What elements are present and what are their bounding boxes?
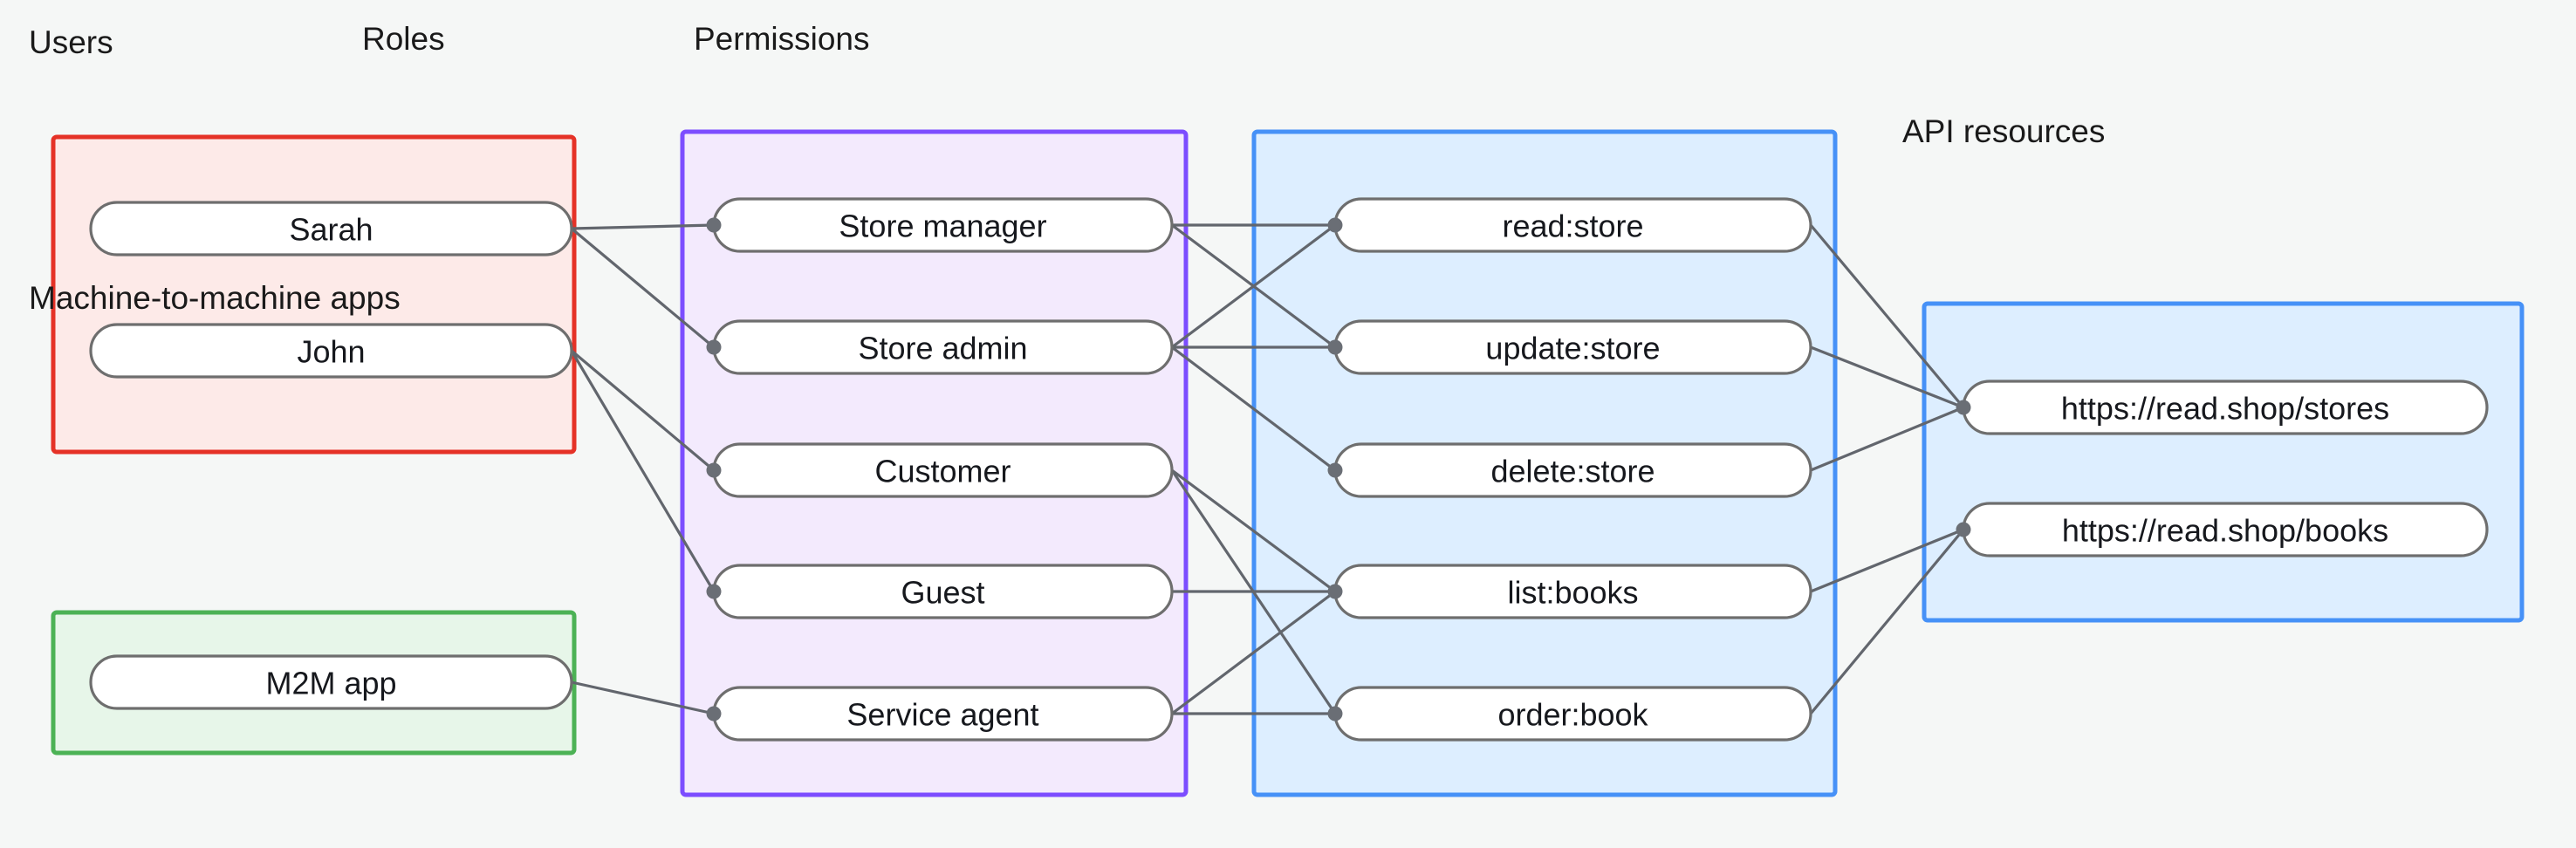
node-label-read-store: read:store: [1502, 209, 1643, 244]
edge-endpoint-dot: [1327, 217, 1343, 233]
group-label-users: Users: [29, 24, 113, 60]
node-label-order-book: order:book: [1497, 697, 1648, 733]
edge-13: [1171, 590, 1336, 715]
edge-endpoint-dot: [1956, 400, 1971, 415]
edge-endpoint-dot: [1327, 584, 1343, 599]
node-m2m-app[interactable]: M2M app: [89, 654, 573, 710]
edge-endpoint-dot: [706, 339, 722, 355]
edge-19: [1809, 528, 1965, 715]
node-read-store[interactable]: read:store: [1333, 197, 1812, 253]
edge-endpoint-dot: [706, 217, 722, 233]
edge-3: [570, 350, 716, 592]
edge-10: [1171, 468, 1336, 593]
node-label-store-manager: Store manager: [839, 209, 1046, 244]
node-service-agent[interactable]: Service agent: [712, 686, 1174, 742]
node-label-service-agent: Service agent: [846, 697, 1038, 733]
node-john[interactable]: John: [89, 323, 573, 379]
node-label-res-books: https://read.shop/books: [2062, 513, 2388, 549]
edge-endpoint-dot: [706, 584, 722, 599]
edge-endpoint-dot: [706, 706, 722, 721]
endpoint-layer: [706, 217, 1971, 721]
node-shape-m2m-app[interactable]: [89, 654, 573, 710]
edge-layer: [570, 223, 1965, 715]
node-shape-john[interactable]: [89, 323, 573, 379]
node-label-sarah: Sarah: [289, 212, 373, 248]
node-order-book[interactable]: order:book: [1333, 686, 1812, 742]
edge-endpoint-dot: [1327, 339, 1343, 355]
node-label-store-admin: Store admin: [858, 331, 1027, 366]
node-store-manager[interactable]: Store manager: [712, 197, 1174, 253]
node-label-delete-store: delete:store: [1490, 454, 1655, 489]
node-label-guest: Guest: [901, 575, 984, 611]
edge-endpoint-dot: [1327, 462, 1343, 478]
edge-18: [1810, 528, 1964, 593]
node-label-john: John: [297, 334, 365, 370]
edge-4: [571, 680, 715, 715]
edge-15: [1809, 223, 1965, 409]
edge-1: [570, 227, 716, 349]
edge-0: [571, 223, 715, 230]
edge-endpoint-dot: [706, 462, 722, 478]
node-delete-store[interactable]: delete:store: [1333, 442, 1812, 498]
group-label-api-resources: API resources: [1902, 113, 2105, 149]
edge-endpoint-dot: [1956, 522, 1971, 537]
node-guest[interactable]: Guest: [712, 564, 1174, 619]
edge-9: [1171, 345, 1336, 472]
node-label-customer: Customer: [874, 454, 1011, 489]
group-label-roles: Roles: [362, 21, 445, 57]
edge-endpoint-dot: [1327, 706, 1343, 721]
node-label-res-stores: https://read.shop/stores: [2061, 391, 2389, 427]
group-label-permissions: Permissions: [694, 21, 870, 57]
node-label-list-books: list:books: [1507, 575, 1638, 611]
group-label-m2m: Machine-to-machine apps: [29, 280, 401, 316]
node-label-update-store: update:store: [1485, 331, 1660, 366]
node-list-books[interactable]: list:books: [1333, 564, 1812, 619]
node-sarah[interactable]: Sarah: [89, 201, 573, 256]
node-update-store[interactable]: update:store: [1333, 319, 1812, 375]
node-res-stores[interactable]: https://read.shop/stores: [1962, 380, 2489, 435]
edge-2: [570, 349, 716, 472]
group-box-api-resources: [1922, 301, 2525, 623]
edge-16: [1810, 345, 1964, 409]
node-shape-sarah[interactable]: [89, 201, 573, 256]
node-customer[interactable]: Customer: [712, 442, 1174, 498]
edge-17: [1810, 406, 1964, 472]
node-res-books[interactable]: https://read.shop/books: [1962, 502, 2489, 557]
node-store-admin[interactable]: Store admin: [712, 319, 1174, 375]
node-label-m2m-app: M2M app: [265, 666, 396, 701]
edge-7: [1171, 223, 1336, 349]
